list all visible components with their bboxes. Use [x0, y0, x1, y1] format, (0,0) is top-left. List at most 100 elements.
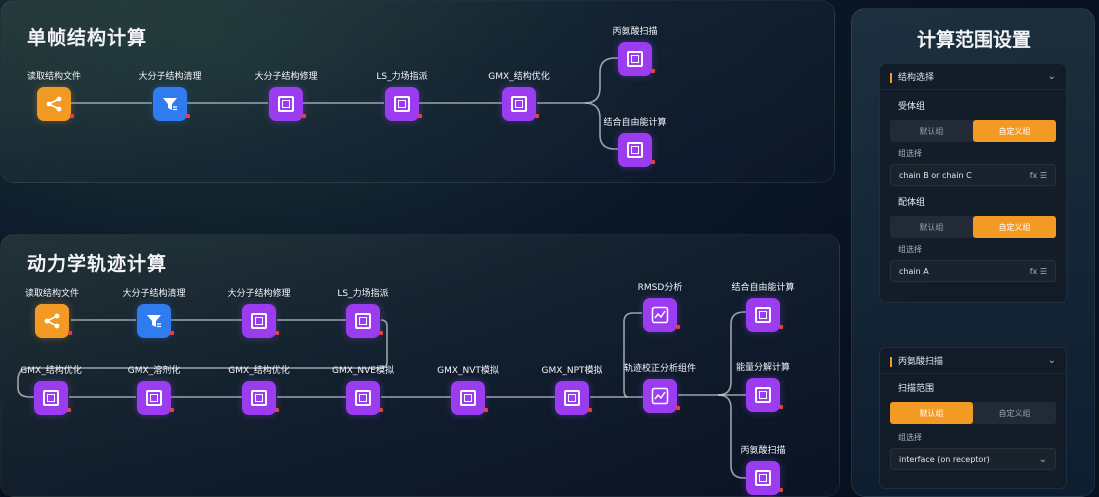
chevron-down-icon: ⌄ — [1038, 453, 1047, 465]
node-label: GMX_NVT模拟 — [437, 366, 499, 376]
share-icon — [37, 87, 74, 121]
filter-icon — [153, 87, 190, 121]
node-label: LS_力场指派 — [376, 72, 428, 82]
node-label: GMX_结构优化 — [228, 366, 290, 376]
md-title: 动力学轨迹计算 — [27, 253, 168, 275]
receptor-selection-field[interactable]: chain B or chain C fx ☰ — [890, 164, 1056, 186]
card-header[interactable]: 丙氨酸扫描 ⌄ — [880, 348, 1066, 374]
node-md-trajectory-correction[interactable]: 轨迹校正分析组件 — [590, 363, 730, 413]
ligand-default-option[interactable]: 默认组 — [919, 222, 944, 232]
alanine-scan-card: 丙氨酸扫描 ⌄ 扫描范围 默认组 自定义组 组选择 interface (on … — [879, 347, 1067, 489]
card-header-label: 结构选择 — [898, 73, 935, 83]
node-label: LS_力场指派 — [337, 289, 389, 299]
node-macro-repair[interactable]: 大分子结构修理 — [216, 71, 356, 121]
scan-custom-option[interactable]: 自定义组 — [998, 408, 1031, 418]
node-label: 大分子结构清理 — [138, 72, 202, 82]
accent-bar — [890, 356, 892, 367]
receptor-toggle: 默认组 自定义组 — [890, 120, 1056, 142]
node-ls-forcefield[interactable]: LS_力场指派 — [332, 71, 472, 121]
chart-icon — [643, 298, 680, 332]
list-icon[interactable]: ☰ — [1039, 266, 1047, 276]
ligand-label: 配体组 — [898, 198, 926, 208]
scan-default-option[interactable]: 默认组 — [890, 402, 973, 424]
receptor-selection-value: chain B or chain C — [899, 170, 972, 180]
fx-icon[interactable]: fx — [1029, 170, 1038, 180]
node-label: GMX_结构优化 — [20, 366, 82, 376]
node-label: RMSD分析 — [637, 283, 683, 293]
node-md-gmx-optimize-2[interactable]: GMX_结构优化 — [189, 365, 329, 415]
node-md-ls-forcefield[interactable]: LS_力场指派 — [293, 288, 433, 338]
scan-selection-dropdown[interactable]: interface (on receptor) ⌄ — [890, 448, 1056, 470]
node-md-binding-free-energy[interactable]: 结合自由能计算 — [693, 282, 833, 332]
chip-icon — [618, 133, 655, 167]
node-md-alanine-scan[interactable]: 丙氨酸扫描 — [693, 445, 833, 495]
node-label: 丙氨酸扫描 — [740, 446, 786, 456]
scan-range-label: 扫描范围 — [898, 384, 935, 394]
chip-icon — [242, 304, 279, 338]
chip-icon — [555, 381, 592, 415]
node-md-gmx-solvate[interactable]: GMX_溶剂化 — [84, 365, 224, 415]
node-read-structure[interactable]: 读取结构文件 — [0, 71, 124, 121]
receptor-default-option[interactable]: 默认组 — [919, 126, 944, 136]
list-icon[interactable]: ☰ — [1039, 170, 1047, 180]
chart-icon — [643, 379, 680, 413]
ligand-custom-option[interactable]: 自定义组 — [973, 216, 1056, 238]
node-md-macro-repair[interactable]: 大分子结构修理 — [189, 288, 329, 338]
card-header-label: 丙氨酸扫描 — [898, 357, 944, 367]
node-label: GMX_结构优化 — [488, 72, 550, 82]
scan-selection-label: 组选择 — [898, 433, 922, 442]
receptor-selection-label: 组选择 — [898, 149, 922, 158]
node-md-macro-clean[interactable]: 大分子结构清理 — [84, 288, 224, 338]
single-frame-title: 单帧结构计算 — [27, 27, 148, 49]
node-label: 大分子结构清理 — [122, 289, 186, 299]
ligand-selection-field[interactable]: chain A fx ☰ — [890, 260, 1056, 282]
chip-icon — [346, 304, 383, 338]
chip-icon — [269, 87, 306, 121]
filter-icon — [137, 304, 174, 338]
node-md-rmsd[interactable]: RMSD分析 — [590, 282, 730, 332]
node-label: 结合自由能计算 — [603, 118, 667, 128]
chevron-down-icon[interactable]: ⌄ — [1047, 71, 1056, 82]
node-label: 轨迹校正分析组件 — [623, 364, 696, 374]
card-header[interactable]: 结构选择 ⌄ — [880, 64, 1066, 90]
node-label: 大分子结构修理 — [254, 72, 318, 82]
scan-selection-value: interface (on receptor) — [899, 454, 990, 464]
node-md-gmx-optimize[interactable]: GMX_结构优化 — [0, 365, 121, 415]
receptor-label: 受体组 — [898, 102, 926, 112]
chip-icon — [137, 381, 174, 415]
chip-icon — [618, 42, 655, 76]
chip-icon — [746, 298, 783, 332]
chip-icon — [385, 87, 422, 121]
node-label: GMX_NPT模拟 — [541, 366, 603, 376]
chip-icon — [346, 381, 383, 415]
chevron-down-icon[interactable]: ⌄ — [1047, 355, 1056, 366]
node-gmx-optimize[interactable]: GMX_结构优化 — [449, 71, 589, 121]
accent-bar — [890, 72, 892, 83]
chip-icon — [451, 381, 488, 415]
node-md-gmx-nve[interactable]: GMX_NVE模拟 — [293, 365, 433, 415]
node-label: GMX_NVE模拟 — [332, 366, 394, 376]
node-label: 能量分解计算 — [735, 363, 790, 373]
settings-title: 计算范围设置 — [916, 29, 1031, 51]
node-label: 读取结构文件 — [24, 289, 79, 299]
node-label: 结合自由能计算 — [731, 283, 795, 293]
chip-icon — [746, 461, 783, 495]
chip-icon — [34, 381, 71, 415]
chip-icon — [746, 378, 783, 412]
fx-icon[interactable]: fx — [1029, 266, 1038, 276]
share-icon — [35, 304, 72, 338]
receptor-custom-option[interactable]: 自定义组 — [973, 120, 1056, 142]
node-label: 大分子结构修理 — [227, 289, 291, 299]
node-md-read-structure[interactable]: 读取结构文件 — [0, 288, 122, 338]
node-binding-free-energy[interactable]: 结合自由能计算 — [565, 117, 705, 167]
node-label: GMX_溶剂化 — [127, 366, 181, 376]
node-md-energy-decomposition[interactable]: 能量分解计算 — [693, 362, 833, 412]
scan-range-toggle: 默认组 自定义组 — [890, 402, 1056, 424]
node-md-gmx-nvt[interactable]: GMX_NVT模拟 — [398, 365, 538, 415]
node-macro-clean[interactable]: 大分子结构清理 — [100, 71, 240, 121]
node-label: 读取结构文件 — [26, 72, 81, 82]
structure-selection-card: 结构选择 ⌄ 受体组 默认组 自定义组 组选择 chain B or chain… — [879, 63, 1067, 303]
chip-icon — [502, 87, 539, 121]
node-md-gmx-npt[interactable]: GMX_NPT模拟 — [502, 365, 642, 415]
node-alanine-scan[interactable]: 丙氨酸扫描 — [565, 26, 705, 76]
